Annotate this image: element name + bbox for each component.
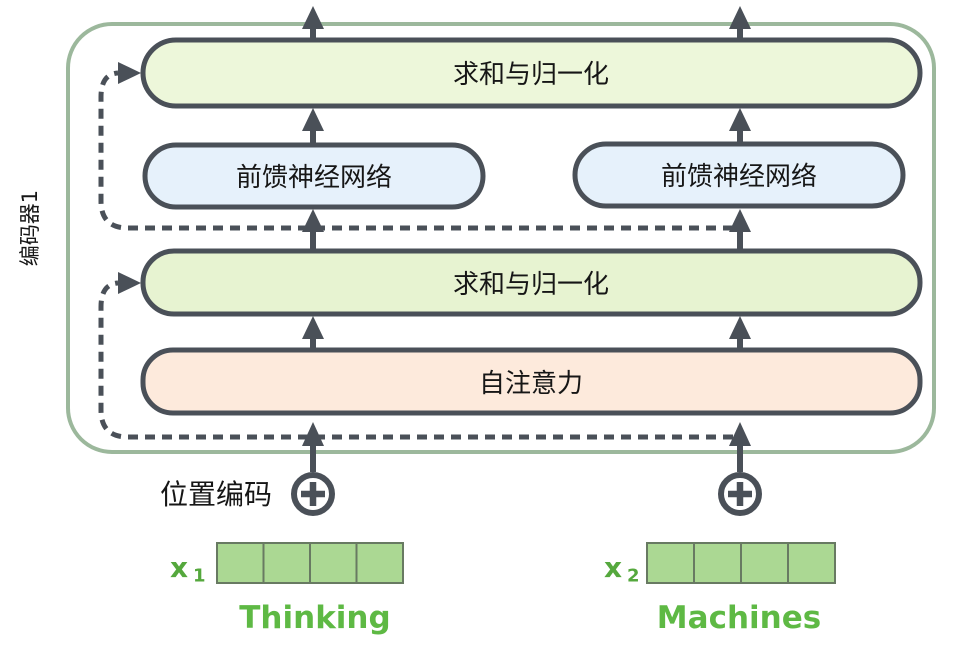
arrow-up-icon (729, 209, 751, 232)
arrow-up-icon (729, 108, 751, 131)
residual-arrowhead-icon (118, 62, 141, 84)
plus-circle-icon (718, 472, 762, 516)
add-normalize-mid-box: 求和与归一化 (140, 248, 923, 317)
residual-connection-attention-bypass (98, 272, 733, 440)
add-normalize-mid-shape (140, 248, 923, 317)
residual-connection-ffn-bypass (98, 62, 733, 231)
feed-forward-left-label: 前馈神经网络 (236, 163, 392, 193)
arrow-up-icon (729, 316, 751, 339)
add-normalize-top-box: 求和与归一化 (140, 37, 923, 109)
vector-cell (787, 542, 836, 584)
self-attention-shape (140, 347, 923, 416)
vector-cell (646, 542, 695, 584)
encoder-container (66, 22, 936, 454)
vector-cell (740, 542, 789, 584)
feed-forward-right-box: 前馈神经网络 (572, 141, 906, 209)
vector-cell (216, 542, 265, 584)
vector-label-x2-subscript: 2 (627, 565, 640, 586)
self-attention-box: 自注意力 (140, 347, 923, 416)
flow-arrows-left-column (302, 6, 324, 472)
input-word-thinking: Thinking (239, 600, 390, 636)
residual-dashed-line-lower (98, 280, 733, 440)
vector-cell (309, 542, 358, 584)
plus-circle-icon (291, 472, 335, 516)
residual-dashed-line-upper (98, 70, 733, 231)
word-vector-x1: x 1 Thinking (170, 542, 404, 636)
residual-arrowhead-icon (118, 272, 141, 294)
add-normalize-top-shape (140, 37, 923, 109)
vector-label-x1: x (170, 551, 188, 584)
vector-label-x1-subscript: 1 (193, 565, 206, 586)
arrow-up-icon (302, 209, 324, 232)
add-normalize-mid-label: 求和与归一化 (453, 270, 609, 300)
add-normalize-top-label: 求和与归一化 (453, 60, 609, 90)
word-vector-x2: x 2 Machines (604, 542, 836, 636)
flow-arrows-right-column (729, 6, 751, 472)
vector-cell (355, 542, 404, 584)
vector-cell (693, 542, 742, 584)
arrow-up-icon (302, 108, 324, 131)
vector-cell (262, 542, 311, 584)
feed-forward-right-label: 前馈神经网络 (661, 162, 817, 192)
arrow-up-icon (302, 316, 324, 339)
arrow-up-icon (729, 422, 751, 446)
encoder-label: 编码器1 (18, 190, 42, 266)
input-word-machines: Machines (657, 600, 821, 636)
positional-encoding-label: 位置编码 (160, 478, 272, 511)
arrow-up-icon (302, 6, 324, 29)
vector-label-x2: x (604, 551, 622, 584)
feed-forward-left-box: 前馈神经网络 (142, 142, 486, 210)
arrow-up-icon (302, 422, 324, 446)
self-attention-label: 自注意力 (479, 369, 583, 399)
arrow-up-icon (729, 6, 751, 29)
